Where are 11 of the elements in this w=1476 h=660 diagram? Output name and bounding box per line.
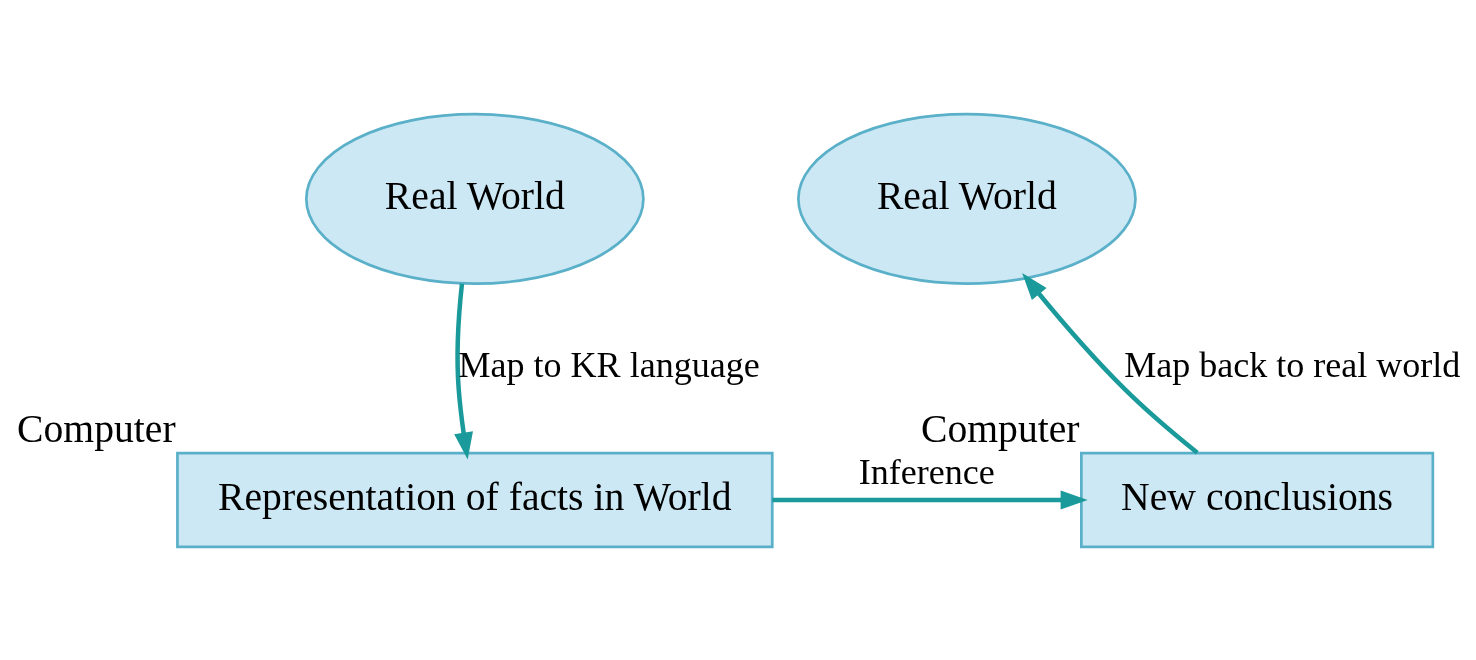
arrow: [1022, 272, 1199, 454]
node-box: Representation of facts in World: [176, 451, 774, 548]
node-ellipse: Real World: [797, 112, 1137, 285]
node-ellipse: Real World: [304, 112, 645, 285]
edge-label: Inference: [858, 451, 995, 492]
edge-label: Map back to real world: [1124, 344, 1461, 385]
arrow: [772, 489, 1088, 509]
node-label: Computer: [920, 406, 1080, 451]
node-label: Computer: [17, 406, 176, 451]
node-box: New conclusions: [1080, 451, 1435, 548]
arrow: [454, 283, 473, 460]
